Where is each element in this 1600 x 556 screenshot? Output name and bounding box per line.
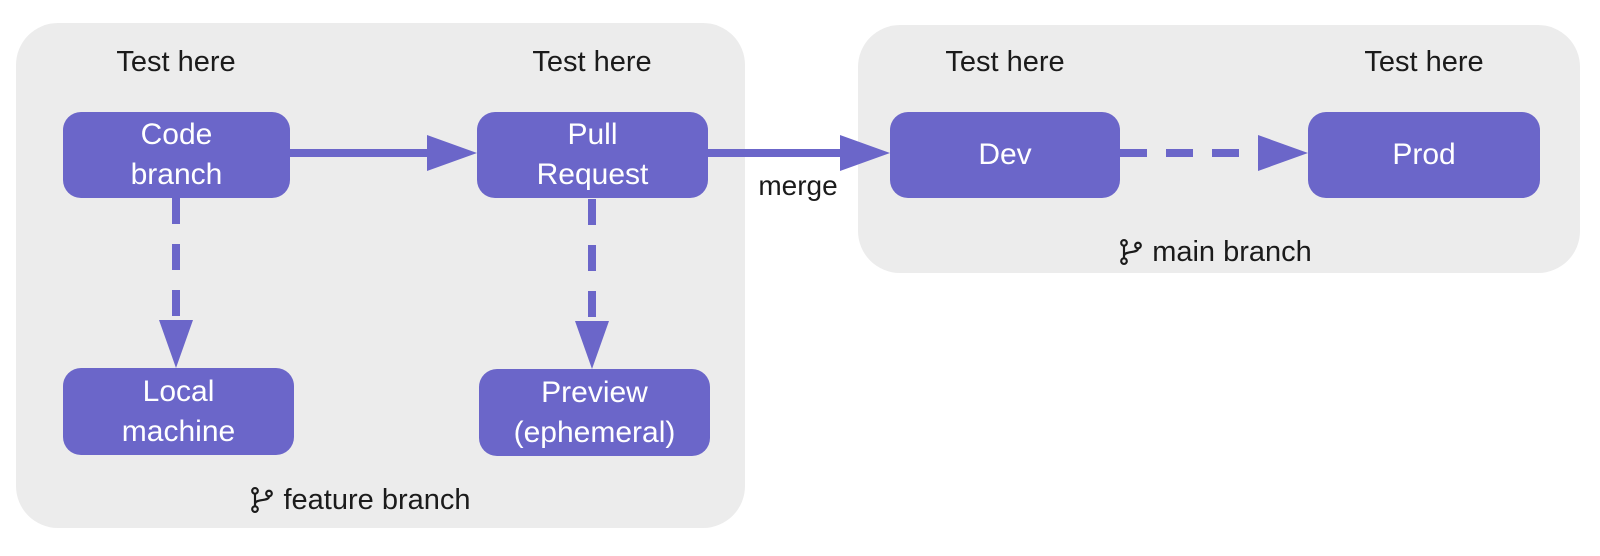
node-prod-label: Prod — [1392, 138, 1456, 171]
node-pull-request-label: Pull Request — [536, 118, 649, 191]
main-branch-label: main branch — [1105, 233, 1325, 271]
arrow-dev-to-prod-dashed — [1120, 135, 1308, 171]
test-here-label-code-branch: Test here — [116, 46, 236, 78]
node-dev: Dev — [890, 112, 1120, 198]
node-prod: Prod — [1308, 112, 1540, 198]
node-local-machine-label: Local machine — [121, 374, 236, 448]
test-here-label-dev: Test here — [945, 46, 1065, 78]
node-code-branch-label: Code branch — [130, 118, 223, 191]
feature-branch-label: feature branch — [230, 481, 490, 519]
merge-edge-label: merge — [758, 170, 838, 201]
test-here-label-pull-request: Test here — [532, 46, 652, 78]
node-pull-request: Pull Request — [477, 112, 708, 198]
feature-branch-label-text: feature branch — [283, 483, 471, 516]
arrow-pull-request-to-dev-merge — [708, 135, 890, 171]
git-branch-icon — [249, 486, 275, 514]
git-branch-icon — [1118, 238, 1144, 266]
node-preview-ephemeral: Preview (ephemeral) — [479, 369, 710, 456]
node-local-machine: Local machine — [63, 368, 294, 455]
node-code-branch: Code branch — [63, 112, 290, 198]
main-branch-label-text: main branch — [1152, 235, 1312, 268]
node-preview-ephemeral-label: Preview (ephemeral) — [513, 375, 676, 449]
arrow-code-branch-to-local-machine-dashed — [159, 198, 193, 368]
node-dev-label: Dev — [978, 138, 1032, 171]
arrow-code-branch-to-pull-request — [290, 135, 477, 171]
arrow-pull-request-to-preview-dashed — [575, 199, 609, 369]
test-here-label-prod: Test here — [1364, 46, 1484, 78]
